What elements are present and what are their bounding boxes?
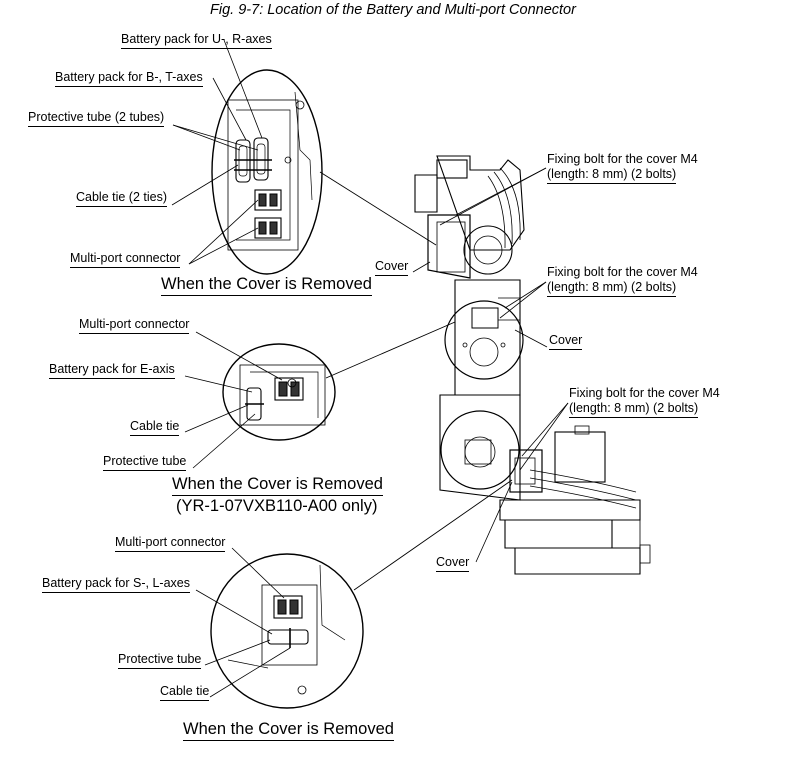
label-battery-pack-ur: Battery pack for U-, R-axes bbox=[121, 32, 272, 49]
robot-arm-drawing bbox=[414, 155, 651, 575]
top-detail-view bbox=[171, 39, 323, 275]
middle-detail-view bbox=[184, 331, 336, 469]
caption-middle: When the Cover is Removed bbox=[172, 475, 383, 496]
label-cover-lower: Cover bbox=[436, 555, 470, 572]
label-battery-pack-e: Battery pack for E-axis bbox=[49, 362, 175, 379]
caption-bottom: When the Cover is Removed bbox=[183, 720, 394, 741]
label-bolt-lower-line1: Fixing bolt for the cover M4 bbox=[569, 386, 720, 400]
label-multiport-bottom: Multi-port connector bbox=[115, 535, 226, 552]
label-bolt-middle-line1: Fixing bolt for the cover M4 bbox=[547, 265, 698, 279]
label-protective-tube-top: Protective tube (2 tubes) bbox=[28, 110, 165, 127]
label-cable-tie-middle: Cable tie bbox=[130, 419, 180, 436]
detail-connector-lines bbox=[319, 171, 513, 591]
label-multiport-middle: Multi-port connector bbox=[79, 317, 190, 334]
label-cable-tie-top: Cable tie (2 ties) bbox=[76, 190, 168, 207]
label-bolt-middle-line2: (length: 8 mm) (2 bolts) bbox=[547, 280, 677, 297]
label-protective-tube-bottom: Protective tube bbox=[118, 652, 202, 669]
figure-title: Fig. 9-7: Location of the Battery and Mu… bbox=[210, 2, 576, 18]
label-bolt-lower-line2: (length: 8 mm) (2 bolts) bbox=[569, 401, 699, 418]
label-cable-tie-bottom: Cable tie bbox=[160, 684, 210, 701]
label-bolt-top-line2: (length: 8 mm) (2 bolts) bbox=[547, 167, 677, 184]
label-cover-top: Cover bbox=[375, 259, 409, 276]
label-bolt-top-line1: Fixing bolt for the cover M4 bbox=[547, 152, 698, 166]
robot-leader-lines bbox=[412, 167, 569, 563]
label-protective-tube-middle: Protective tube bbox=[103, 454, 187, 471]
caption-middle-note: (YR-1-07VXB110-A00 only) bbox=[176, 497, 378, 515]
label-battery-pack-sl: Battery pack for S-, L-axes bbox=[42, 576, 190, 593]
label-multiport-top: Multi-port connector bbox=[70, 251, 181, 268]
label-cover-middle: Cover bbox=[549, 333, 583, 350]
label-battery-pack-bt: Battery pack for B-, T-axes bbox=[55, 70, 203, 87]
caption-top: When the Cover is Removed bbox=[161, 275, 372, 296]
bottom-detail-view bbox=[195, 547, 364, 709]
